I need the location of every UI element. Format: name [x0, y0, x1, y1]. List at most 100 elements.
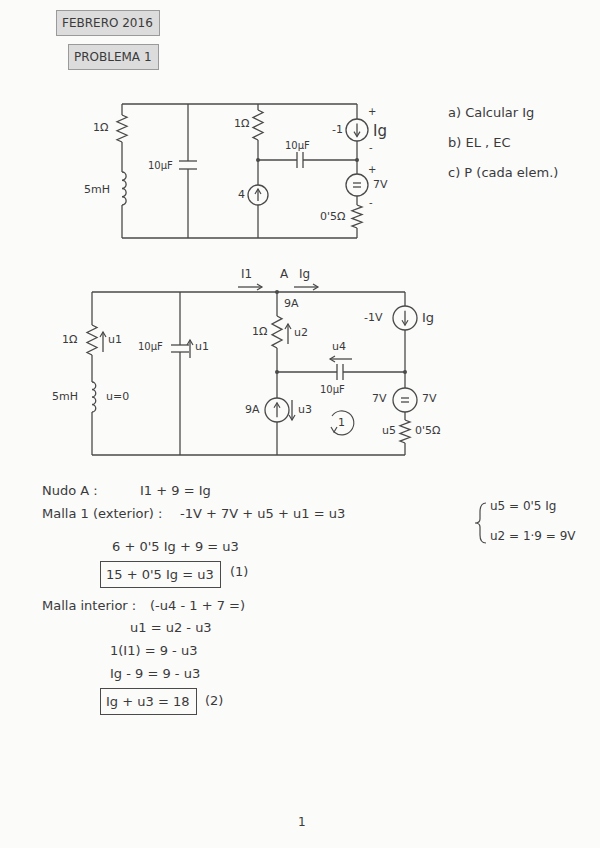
handwritten-label: 1	[338, 417, 345, 429]
wire	[121, 142, 122, 172]
handwritten-label: u2 = 1·9 = 9V	[490, 530, 576, 543]
handwritten-label: u5	[382, 425, 396, 437]
wire	[404, 311, 405, 325]
wire	[353, 186, 361, 187]
handwritten-label: I1	[241, 268, 252, 281]
handwritten-label: Nudo A :	[42, 484, 98, 498]
handwritten-label: 10μF	[148, 160, 173, 171]
wire	[353, 182, 361, 183]
arrow-head	[289, 415, 295, 420]
handwritten-label: b) EL , EC	[448, 136, 511, 150]
handwritten-label: Malla interior :	[42, 599, 136, 613]
handwritten-label: 1(I1) = 9 - u3	[110, 644, 197, 658]
wire	[91, 292, 92, 325]
wire	[171, 344, 189, 345]
wire	[257, 140, 258, 185]
wire	[238, 286, 262, 287]
handwritten-label: u3	[298, 404, 312, 416]
junction-dot	[275, 370, 279, 374]
wire	[356, 123, 357, 136]
wire	[179, 292, 180, 345]
wire	[356, 141, 357, 174]
handwritten-label: 7V	[422, 393, 437, 405]
handwritten-label: 10μF	[320, 384, 345, 395]
arrow-head	[330, 356, 335, 362]
handwritten-label: -1V + 7V + u5 + u1 = u3	[180, 507, 345, 521]
wire	[189, 340, 190, 358]
junction-dot	[275, 290, 279, 294]
arrow-head	[285, 324, 291, 329]
wire	[122, 237, 357, 238]
loop-arrow	[332, 411, 354, 435]
handwritten-label: +	[368, 106, 376, 117]
handwritten-label: -1	[332, 124, 343, 136]
wire	[356, 228, 357, 238]
wire	[187, 169, 188, 238]
junction-dot	[355, 158, 359, 162]
handwritten-label: 9A	[284, 298, 299, 310]
handwritten-label: 10μF	[138, 341, 163, 352]
arrow-head	[100, 332, 106, 337]
handwritten-label: 1Ω	[62, 334, 77, 346]
handwritten-label: Ig	[373, 123, 387, 140]
arrow-head	[255, 189, 261, 194]
wire	[92, 291, 405, 292]
wire	[303, 159, 357, 160]
wire	[291, 400, 292, 420]
inductor-symbol	[122, 172, 126, 205]
handwritten-label: 4	[238, 189, 245, 201]
wire	[122, 103, 357, 104]
current-source-symbol	[248, 185, 268, 205]
wire	[276, 403, 277, 417]
handwritten-label: Malla 1 (exterior) :	[42, 507, 162, 521]
handwritten-label: 10μF	[285, 140, 310, 151]
wire	[294, 286, 318, 287]
handwritten-label: 7V	[372, 393, 387, 405]
resistor-symbol	[117, 115, 127, 142]
arrow-head	[187, 340, 193, 345]
arrow-head	[274, 403, 280, 408]
handwritten-label: 9A	[245, 404, 260, 416]
handwritten-label: -1V	[364, 312, 383, 324]
wire	[401, 397, 409, 398]
node-text: Ig + u3 = 18	[106, 695, 189, 709]
handwritten-label: I1 + 9 = Ig	[140, 484, 211, 498]
wire	[404, 330, 405, 388]
node-text: 15 + 0'5 Ig = u3	[106, 568, 214, 582]
handwritten-label: +	[368, 164, 376, 175]
wire	[257, 205, 258, 238]
handwritten-label: Ig - 9 = 9 - u3	[110, 667, 200, 681]
wire	[187, 104, 188, 161]
junction-dot	[403, 370, 407, 374]
wire	[121, 104, 122, 115]
handwritten-label: 5mH	[84, 184, 110, 196]
handwritten-label: 1Ω	[252, 326, 267, 338]
handwritten-label: u1	[108, 334, 122, 346]
handwritten-label: u1 = u2 - u3	[130, 621, 212, 635]
arrow-head	[313, 284, 318, 290]
wire	[179, 352, 180, 455]
wire	[179, 160, 197, 161]
wire	[404, 292, 405, 306]
header-tag: FEBRERO 2016	[56, 10, 160, 36]
voltage-source-symbol	[346, 174, 368, 196]
current-source-symbol	[265, 398, 289, 422]
handwritten-label: 1	[298, 816, 306, 829]
brace	[475, 503, 486, 543]
inductor-symbol	[92, 382, 96, 412]
wire	[257, 104, 258, 110]
current-source-symbol	[346, 119, 368, 141]
arrow-head	[354, 132, 360, 137]
handwritten-label: 1Ω	[93, 122, 108, 134]
wire	[91, 355, 92, 382]
handwritten-label: a) Calcular Ig	[448, 106, 534, 120]
handwritten-label: u1	[195, 341, 209, 353]
node-text: FEBRERO 2016	[62, 17, 153, 30]
handwritten-label: u5 = 0'5 Ig	[490, 500, 556, 513]
wire	[287, 324, 288, 344]
handwritten-label: 5mH	[52, 391, 78, 403]
current-source-symbol	[393, 306, 417, 330]
resistor-symbol	[87, 325, 97, 355]
